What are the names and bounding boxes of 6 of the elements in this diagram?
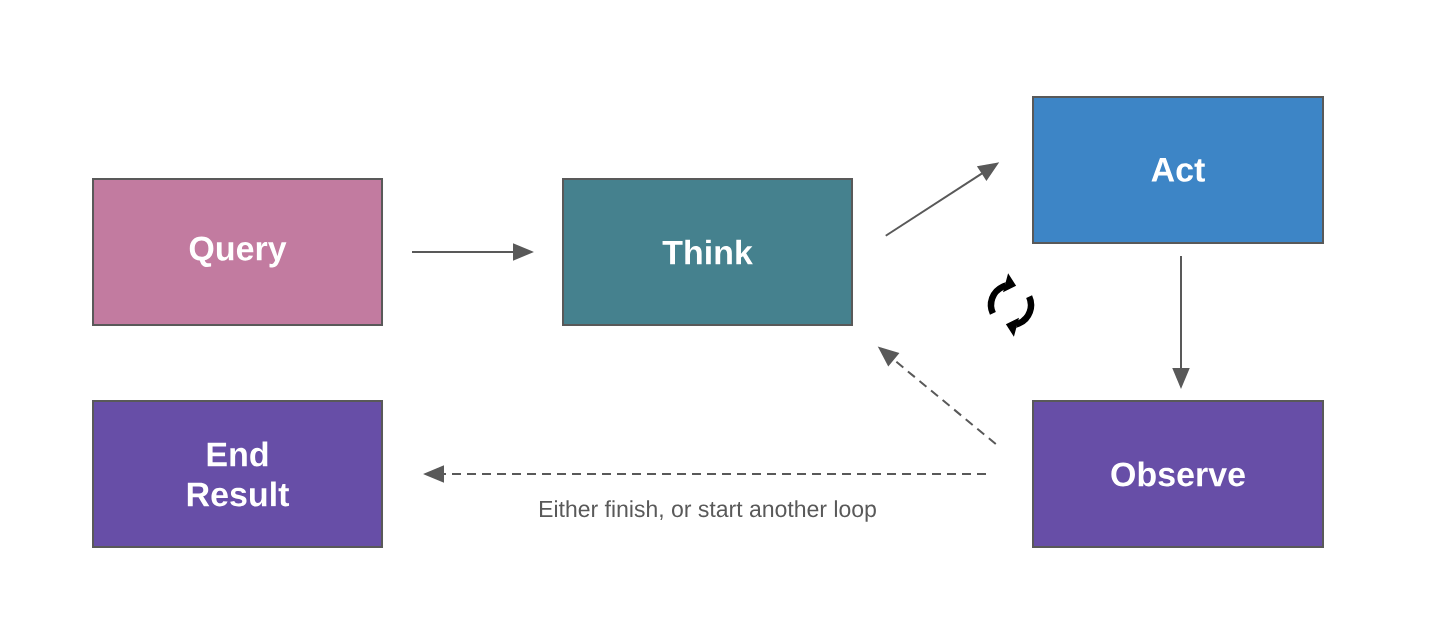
edge-label: Either finish, or start another loop bbox=[536, 498, 879, 524]
process-box: Act bbox=[1032, 96, 1324, 244]
process-box: Observe bbox=[1032, 400, 1324, 548]
process-box: Query bbox=[92, 178, 383, 326]
process-box: End Result bbox=[92, 400, 383, 548]
process-box: Think bbox=[562, 178, 853, 326]
